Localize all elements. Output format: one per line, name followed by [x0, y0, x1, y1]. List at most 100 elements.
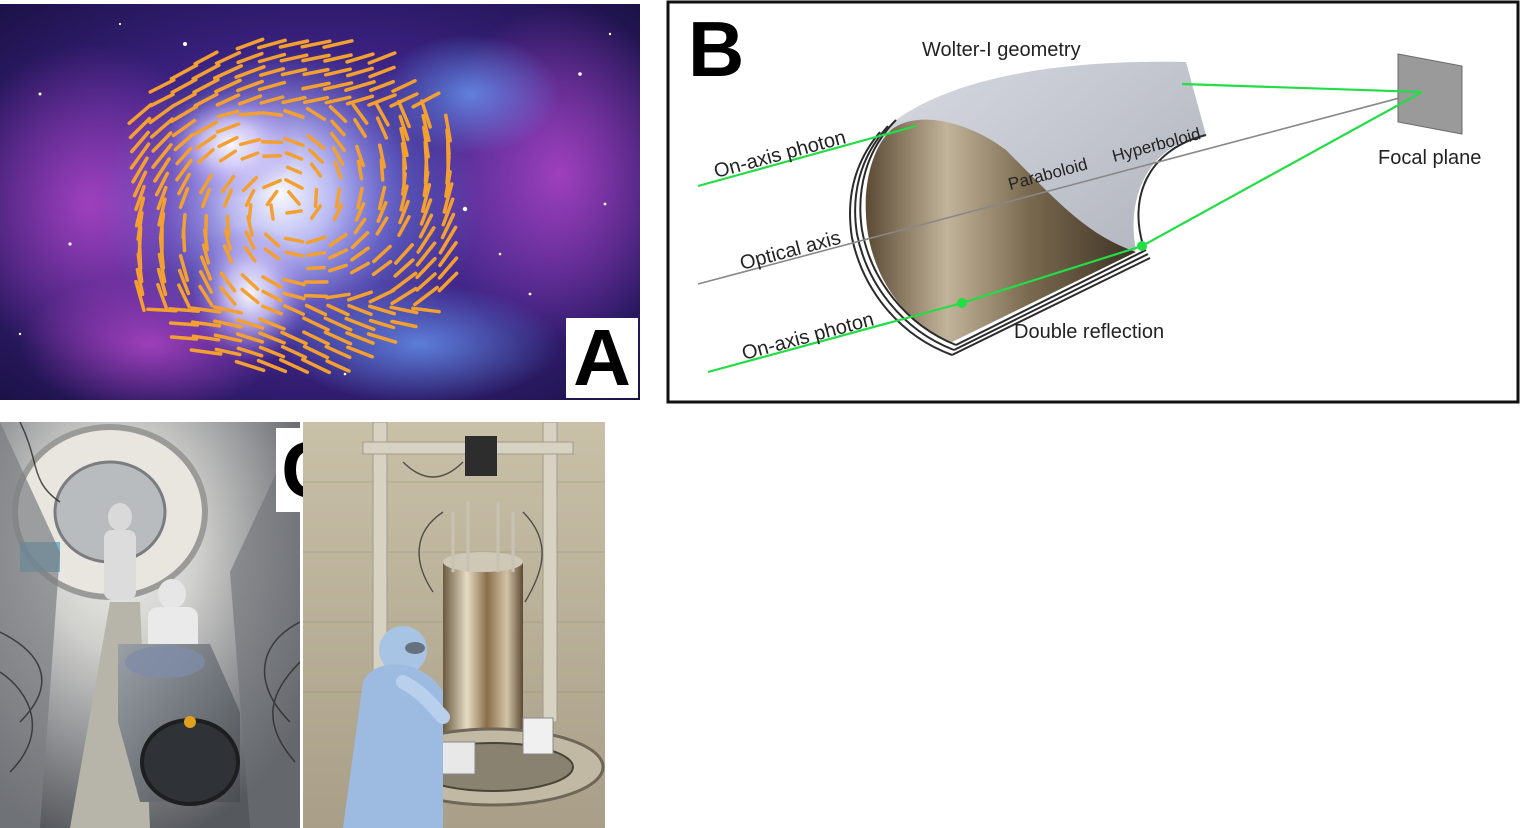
polarization-vector [278, 39, 310, 49]
polarization-vector [234, 65, 266, 79]
polarization-vector [347, 303, 373, 317]
polarization-vector [261, 275, 283, 289]
polarization-vector [419, 198, 433, 226]
polarization-vector [368, 65, 396, 79]
label-double-reflection: Double reflection [1014, 321, 1164, 343]
polarization-vector [313, 187, 319, 209]
polarization-vector [156, 185, 168, 211]
polarization-vector [302, 67, 330, 77]
polarization-vector [238, 111, 262, 117]
polarization-vector [415, 272, 437, 292]
polarization-vector [225, 214, 231, 238]
polarization-vector [181, 227, 187, 253]
polarization-vector [134, 184, 146, 212]
mirror-shell-stack [443, 562, 523, 742]
polarization-vector [257, 38, 287, 50]
polarization-vector [218, 149, 238, 163]
polarization-vector [415, 256, 437, 280]
polarization-vector [399, 184, 409, 212]
nebula-illustration [0, 4, 640, 400]
polarization-vector [309, 162, 323, 178]
polarization-vector [323, 53, 353, 63]
polarization-vector [367, 93, 397, 107]
polarization-vector [263, 232, 281, 248]
polarization-vector [300, 357, 332, 375]
polarization-vector [193, 50, 219, 66]
polarization-vector [418, 213, 434, 239]
polarization-vector [344, 80, 376, 92]
polarization-vector [132, 170, 148, 198]
polarization-vector [397, 215, 411, 237]
polarization-vector [379, 158, 385, 182]
polarization-vector [177, 172, 191, 196]
polarization-vector [375, 216, 389, 236]
polarization-vector [390, 271, 418, 293]
polarization-vector [328, 232, 348, 248]
polarization-vector [302, 344, 330, 360]
polarization-vector [220, 174, 236, 194]
polarization-vector [346, 345, 374, 359]
polarization-vector [353, 217, 367, 235]
polarization-vector [240, 273, 260, 291]
panel-b-wolter-diagram: Wolter-I geometry On-axis photon Optical… [666, 0, 1520, 404]
polarization-vector [214, 78, 242, 94]
polarization-vectors [127, 37, 459, 375]
polarization-vector [284, 151, 304, 161]
polarization-vector [308, 148, 324, 164]
polarization-vector [401, 172, 407, 196]
polarization-vector [302, 316, 330, 332]
polarization-vector [398, 199, 410, 225]
polarization-vector [129, 142, 151, 170]
polarization-vector [131, 156, 149, 184]
polarization-vector [156, 282, 168, 310]
polarization-vector [346, 290, 374, 302]
polarization-vector [201, 243, 211, 265]
polarization-vector [390, 319, 418, 329]
polarization-vector [190, 306, 222, 314]
polarization-vector [198, 270, 214, 294]
polarization-vector [411, 306, 441, 314]
polarization-vector [284, 178, 304, 190]
polarization-vector [244, 230, 256, 250]
polarization-vector [278, 358, 310, 374]
polarization-vector [368, 288, 396, 304]
polarization-vector [322, 81, 354, 91]
polarization-vector [345, 331, 375, 345]
polarization-vector [177, 268, 191, 296]
polarization-vector [213, 333, 243, 343]
polarization-vector [177, 283, 191, 309]
polarization-vector [323, 316, 353, 332]
polarization-vector [197, 148, 215, 164]
polarization-vector [243, 245, 257, 263]
polarization-vector [394, 243, 414, 265]
polarization-vector [306, 134, 326, 150]
polarization-vector [199, 255, 213, 281]
polarization-vector [213, 319, 243, 329]
polarization-vector [441, 197, 455, 227]
polarization-vector [437, 256, 459, 280]
polarization-vector [366, 332, 398, 344]
polarization-vector [377, 143, 387, 169]
polarization-vector [333, 160, 343, 180]
polarization-vector [322, 39, 354, 49]
polarization-vector [265, 189, 279, 207]
polarization-vector [302, 95, 330, 105]
polarization-vector [332, 203, 344, 221]
polarization-vector [261, 289, 283, 303]
polarization-vector [149, 117, 175, 139]
polarization-vector [305, 250, 327, 258]
top-fixture [465, 436, 497, 476]
polarization-vector [377, 185, 387, 211]
optical-axis-line [697, 91, 1423, 285]
polarization-vector [222, 244, 234, 264]
polarization-vector [280, 67, 308, 77]
polarization-vector [369, 79, 395, 93]
polarization-vector [195, 134, 217, 150]
polarization-vector [173, 132, 195, 152]
polarization-vector [355, 144, 365, 168]
polarization-vector [168, 321, 200, 327]
polarization-vector [285, 165, 303, 175]
polarization-vector [246, 215, 254, 237]
polarization-vector [327, 248, 349, 260]
polarization-vector [354, 202, 366, 222]
